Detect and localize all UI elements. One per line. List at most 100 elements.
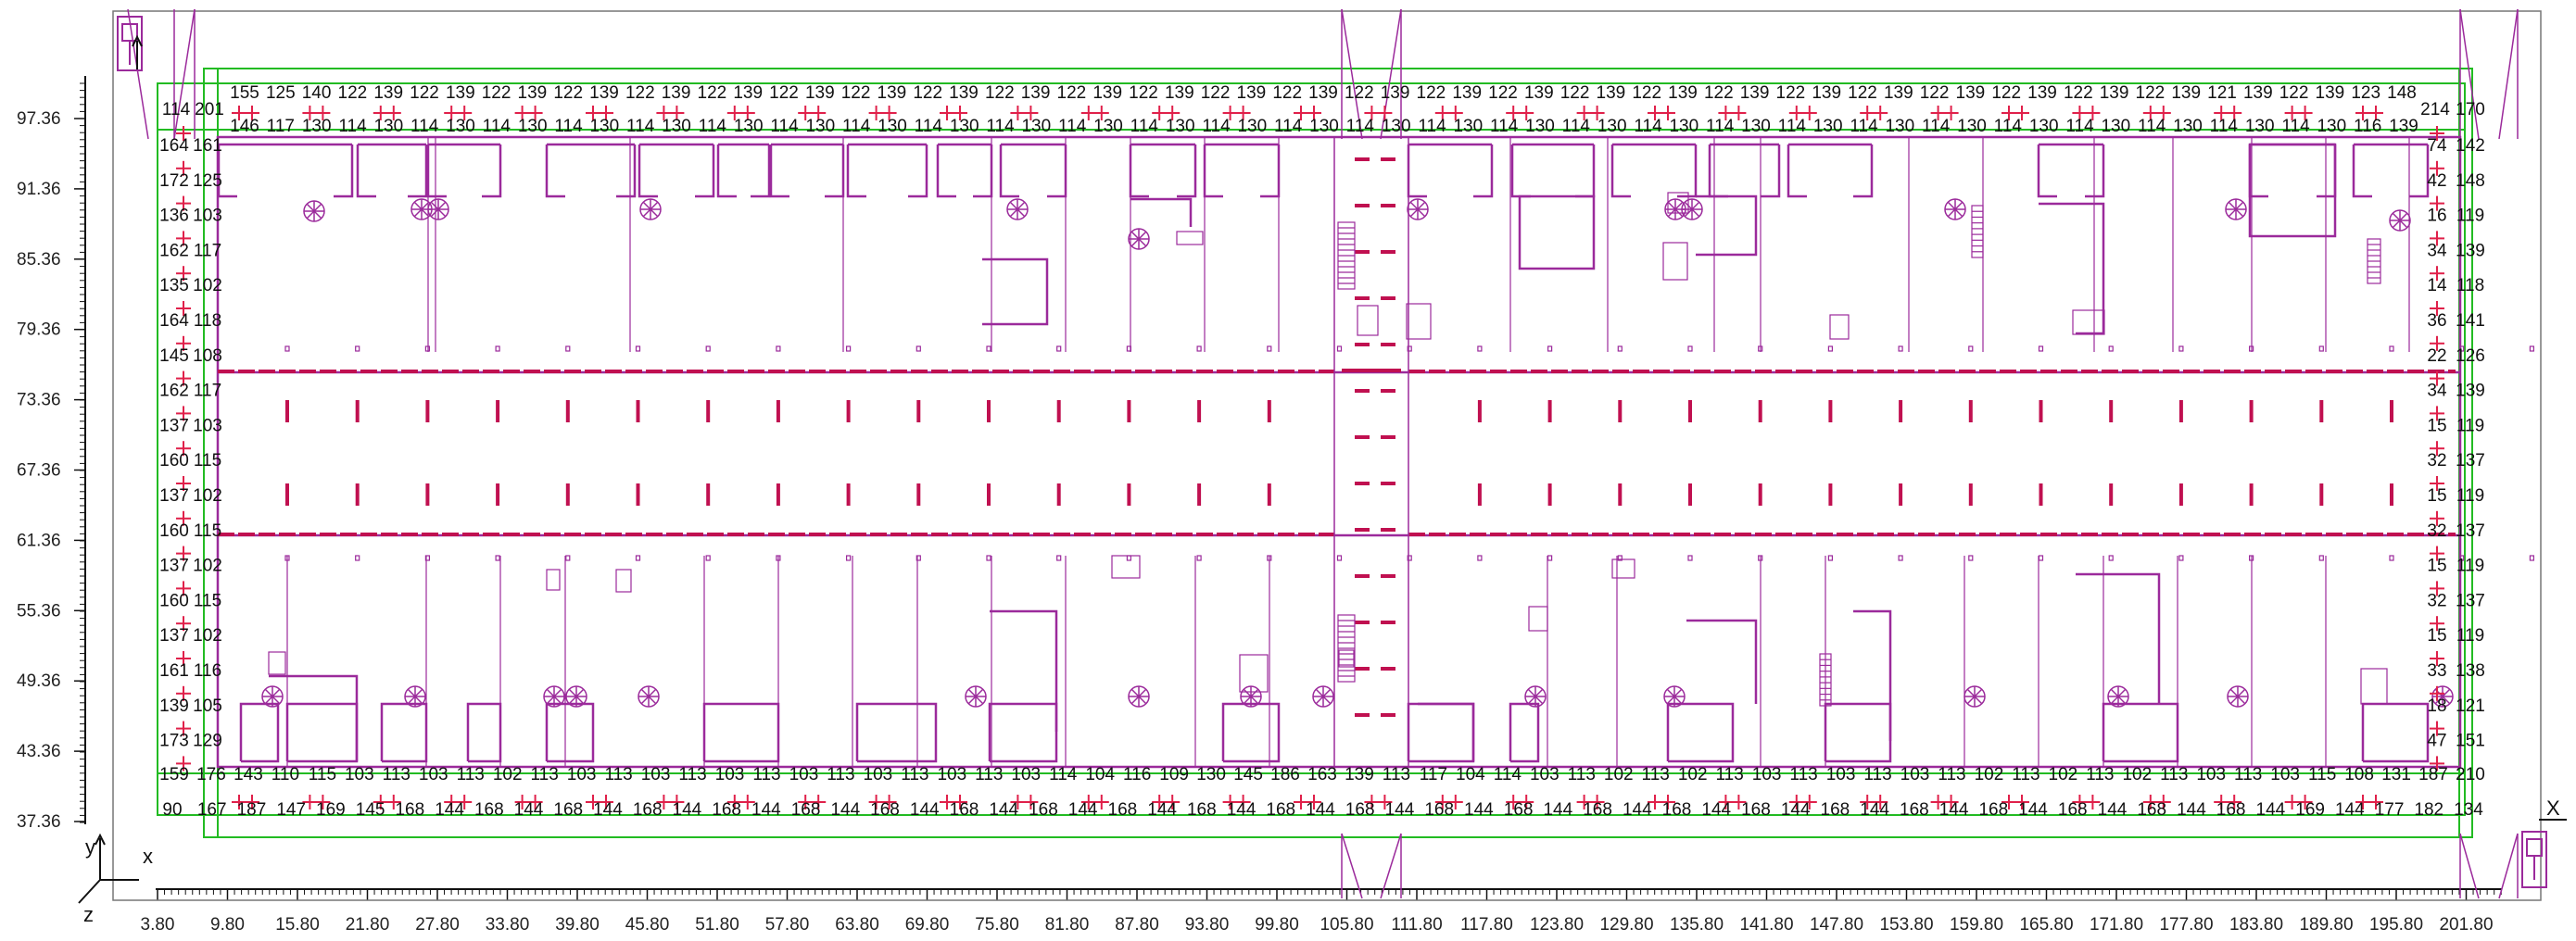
dimension-label: 139 <box>878 83 907 103</box>
dimension-label: 122 <box>1417 83 1446 103</box>
dimension-label: 113 <box>901 765 928 784</box>
dimension-label: 168 <box>1741 800 1771 820</box>
x-tick-label: 117.80 <box>1460 915 1513 935</box>
dimension-label: 144 <box>2018 800 2048 820</box>
column-dot <box>495 345 500 352</box>
dimension-label: 122 <box>1991 83 2021 103</box>
dimension-label: 144 <box>1227 800 1256 820</box>
dimension-label: 182 <box>2414 800 2443 820</box>
dimension-label: 164 <box>159 136 189 156</box>
y-tick-label: 61.36 <box>17 531 61 550</box>
column-dot <box>1126 345 1132 352</box>
dimension-label: 90 <box>162 800 182 820</box>
dimension-label: 115 <box>194 451 221 470</box>
y-axis-name: y <box>85 835 95 859</box>
column-dot <box>1898 555 1903 561</box>
column-dot <box>2108 555 2114 561</box>
fan-blade <box>1667 201 1684 218</box>
dimension-label: 134 <box>2454 800 2483 820</box>
fan-blade <box>413 201 430 218</box>
wall-segment <box>285 702 359 763</box>
column-dot <box>2389 555 2394 561</box>
dimension-label: 135 <box>159 276 189 295</box>
dimension-label: 114 <box>1058 117 1087 136</box>
x-tick-label: 93.80 <box>1185 915 1230 935</box>
dimension-label: 122 <box>913 83 942 103</box>
dimension-label: 114 <box>2065 117 2094 136</box>
x-tick-label: 165.80 <box>2019 915 2073 935</box>
dimension-label: 32 <box>2427 521 2446 541</box>
x-tick-label: 159.80 <box>1950 915 2003 935</box>
column-dot <box>1827 555 1834 561</box>
dimension-label: 137 <box>159 416 189 435</box>
column-dot <box>1687 555 1693 561</box>
dimension-label: 122 <box>1632 83 1661 103</box>
wall-segment <box>217 143 354 198</box>
dimension-label: 110 <box>271 765 299 784</box>
dimension-label: 144 <box>1306 800 1335 820</box>
dimension-label: 145 <box>356 800 385 820</box>
column-dot <box>2038 555 2044 561</box>
dimension-label: 160 <box>159 451 189 470</box>
wall-segment <box>1221 702 1281 763</box>
dimension-label: 103 <box>193 207 222 226</box>
dimension-label: 167 <box>197 800 227 820</box>
column-dot <box>2318 555 2324 561</box>
wall-segment <box>2248 143 2337 238</box>
dimension-label: 137 <box>159 486 189 506</box>
column-dot <box>284 345 290 352</box>
y-tick-label: 37.36 <box>17 812 61 832</box>
dimension-label: 122 <box>1776 83 1806 103</box>
dimension-label: 139 <box>662 83 691 103</box>
dimension-label: 130 <box>2029 117 2059 136</box>
dimension-label: 139 <box>2316 83 2345 103</box>
dimension-label: 168 <box>395 800 424 820</box>
fixture-box <box>1829 314 1850 340</box>
dimension-label: 32 <box>2427 451 2446 470</box>
dimension-label: 113 <box>1568 765 1596 784</box>
dimension-label: 141 <box>2456 311 2485 331</box>
fixture-box <box>1611 558 1635 579</box>
dimension-label: 161 <box>193 136 222 156</box>
y-axis-ruler: 97.3691.3685.3679.3673.3667.3661.3655.36… <box>17 76 86 832</box>
x-tick-label: 33.80 <box>486 915 530 935</box>
dimension-label: 139 <box>1092 83 1122 103</box>
column-dot <box>1547 555 1553 561</box>
dimension-label: 115 <box>309 765 336 784</box>
dimension-label: 116 <box>1123 765 1151 784</box>
x-tick-label: 123.80 <box>1530 915 1584 935</box>
dimension-label: 122 <box>769 83 799 103</box>
dimension-label: 122 <box>1704 83 1734 103</box>
dimension-label: 137 <box>2456 451 2485 470</box>
dimension-label: 144 <box>1939 800 1969 820</box>
column-dot <box>1827 345 1834 352</box>
wall-segment <box>356 143 428 198</box>
dimension-label: 130 <box>1669 117 1698 136</box>
x-tick-label: 135.80 <box>1670 915 1724 935</box>
column-dot <box>986 345 991 352</box>
dimension-label: 160 <box>159 521 189 541</box>
fan-blade <box>1684 201 1700 218</box>
column-dot <box>1407 345 1412 352</box>
top-left-column-icon <box>117 16 143 71</box>
dimension-label: 116 <box>194 661 221 681</box>
dimension-label: 201 <box>195 100 224 119</box>
dimension-label: 102 <box>1975 765 2004 784</box>
column-dot <box>1968 555 1974 561</box>
dimension-label: 34 <box>2427 241 2447 260</box>
column-dot <box>2249 345 2254 352</box>
dimension-label: 214 <box>2420 100 2450 119</box>
fixture-box <box>1528 606 1548 632</box>
dimension-label: 103 <box>567 765 597 784</box>
y-tick-label: 73.36 <box>17 391 61 410</box>
dimension-label: 122 <box>625 83 655 103</box>
dimension-label: 139 <box>159 696 189 716</box>
dimension-label: 161 <box>159 661 189 681</box>
dimension-label: 130 <box>2173 117 2203 136</box>
wall-segment <box>1509 702 1540 763</box>
fan-blade <box>642 201 659 218</box>
dimension-label: 168 <box>870 800 900 820</box>
dimension-label: 168 <box>1900 800 1929 820</box>
view-frame <box>112 10 2542 901</box>
